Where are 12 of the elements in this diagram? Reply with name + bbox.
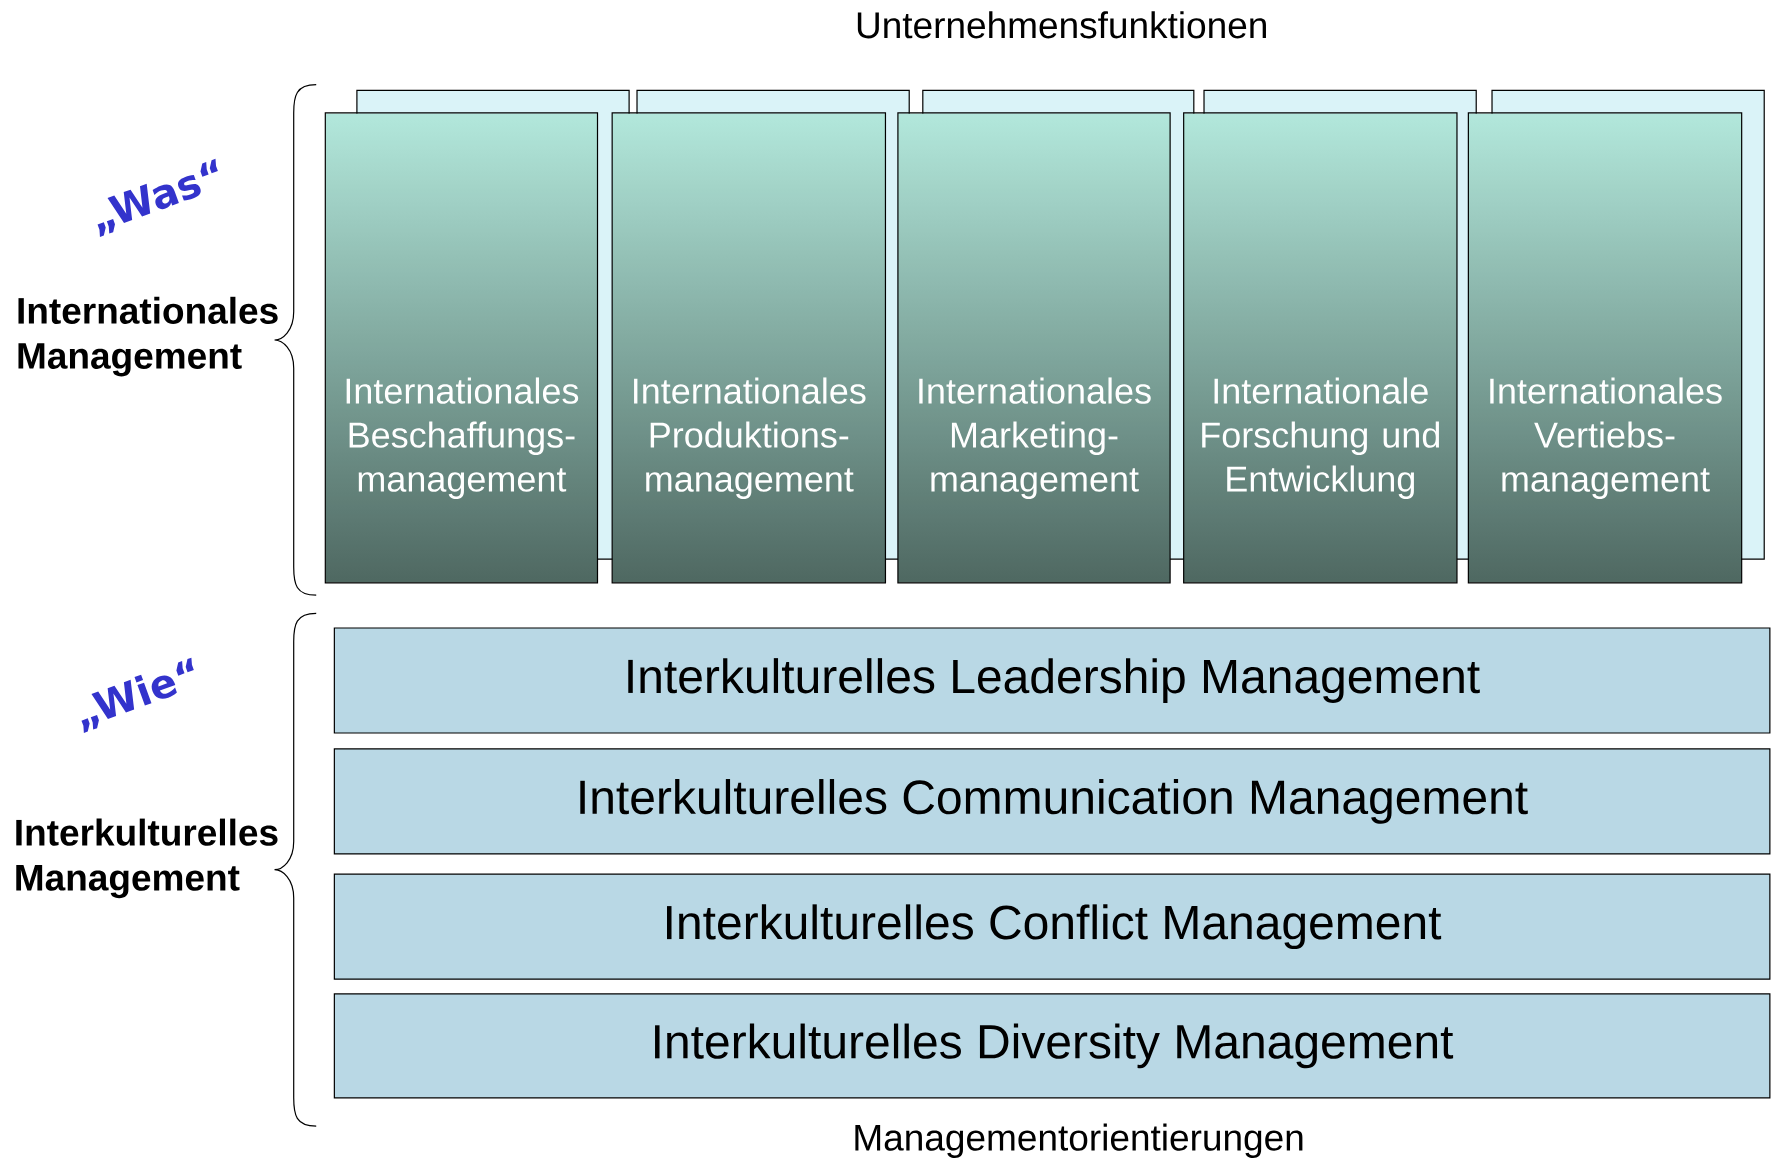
axis-label: Unternehmensfunktionen [857, 11, 1266, 39]
management-band: Interkulturelles Leadership Management [333, 627, 1771, 734]
side-label: Interkulturelles Management [16, 818, 278, 899]
function-box: Internationales Produktions-management [611, 112, 887, 584]
function-box: Internationales Marketing-management [897, 112, 1171, 584]
management-band: Interkulturelles Communication Management [333, 748, 1771, 855]
side-label: Internationales Management [18, 296, 278, 377]
management-band: Interkulturelles Diversity Management [333, 993, 1771, 1099]
function-box: Internationale Forschung und Entwicklung [1183, 112, 1458, 584]
function-box: Internationales Vertiebs-management [1467, 112, 1743, 584]
management-band: Interkulturelles Conflict Management [333, 873, 1771, 980]
function-box: Internationales Beschaffungs-management [324, 112, 599, 584]
